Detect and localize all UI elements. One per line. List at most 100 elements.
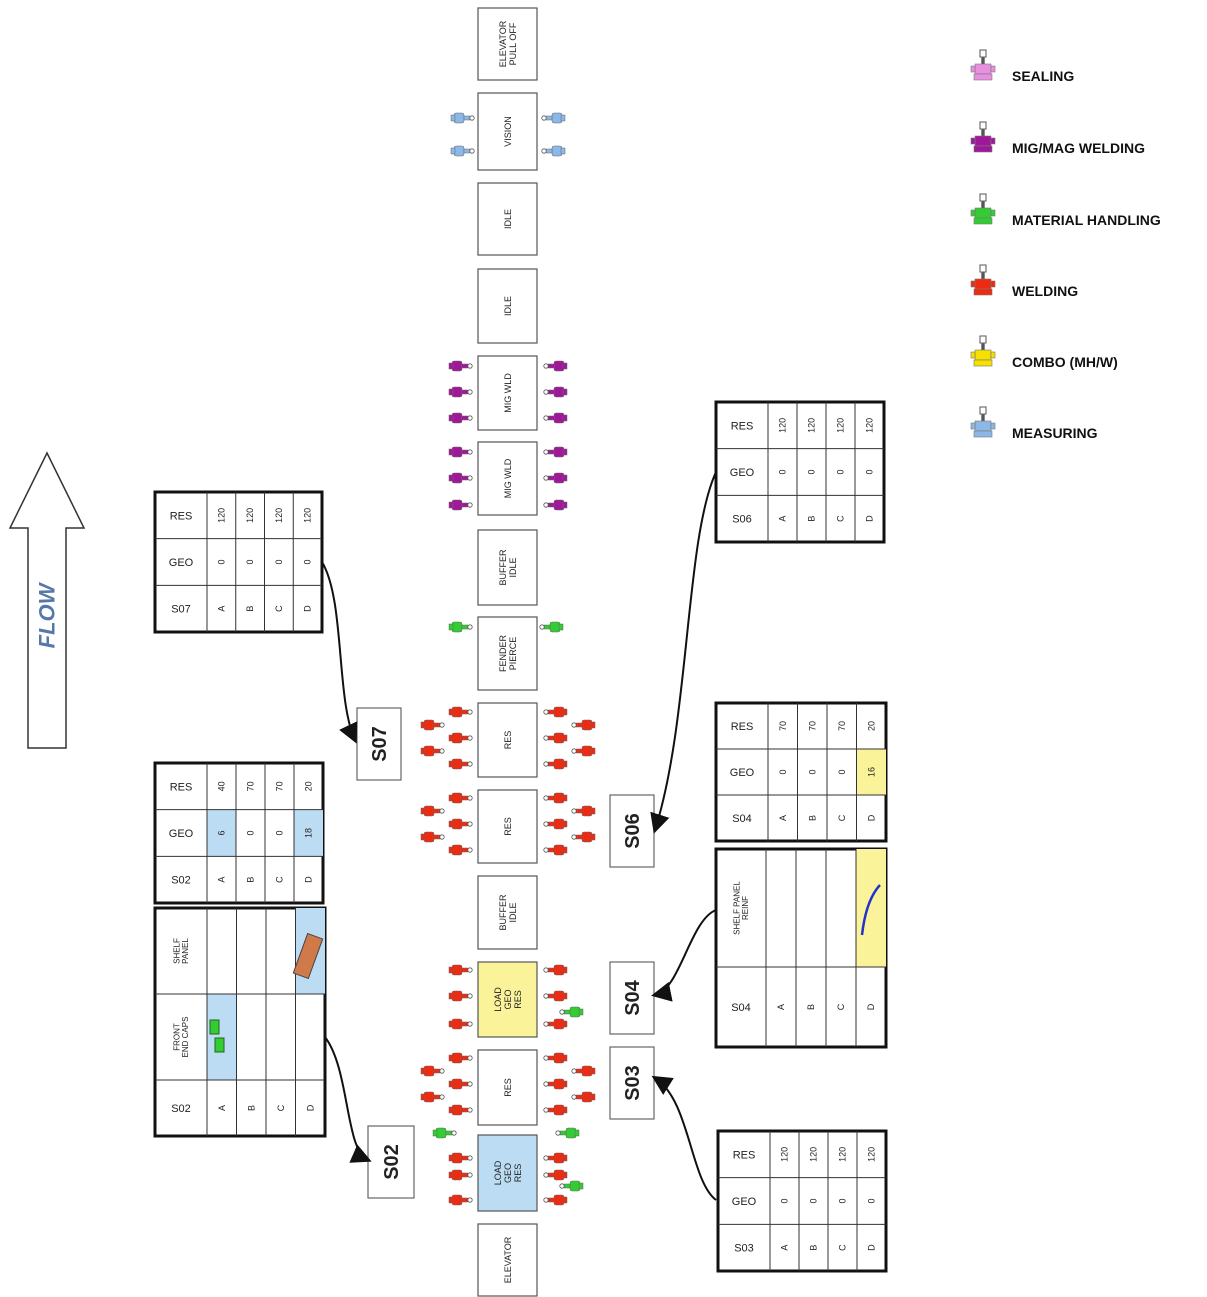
table-cell: A: [778, 516, 788, 522]
robot-icon: [448, 990, 473, 1002]
table-cell: 20: [866, 721, 876, 731]
station-box: [477, 441, 538, 516]
robot-icon: [559, 1180, 584, 1192]
station-tag-label: S02: [381, 1144, 403, 1180]
robot-icon: [543, 472, 568, 484]
robot-icon: [448, 964, 473, 976]
station-box: [477, 1049, 538, 1126]
table-cell: A: [776, 1004, 786, 1010]
table-cell: 120: [245, 508, 255, 523]
table-row-label: S07: [171, 604, 191, 616]
table-cell: C: [275, 876, 285, 883]
robot-icon: [543, 1078, 568, 1090]
station-label: IDLE: [503, 209, 513, 229]
table-cell: 0: [303, 559, 313, 564]
robot-icon: [539, 621, 564, 633]
table-cell: B: [809, 1245, 819, 1251]
table-cell: D: [303, 605, 313, 612]
station-tag-label: S07: [369, 726, 391, 762]
shelf-panel-reinf-part: [860, 884, 881, 936]
table-cell: A: [780, 1245, 790, 1251]
robot-icon: [543, 706, 568, 718]
robot-icon: [448, 732, 473, 744]
part-row-label: SHELFPANEL: [172, 938, 190, 964]
legend-label: MIG/MAG WELDING: [1012, 140, 1145, 156]
station-box: [477, 1134, 538, 1212]
table-cell: D: [866, 814, 876, 821]
robot-icon: [448, 706, 473, 718]
table-row-label: GEO: [169, 557, 194, 569]
table-cell: 120: [216, 508, 226, 523]
robot-icon: [448, 844, 473, 856]
material-handling-robot-icon: [970, 193, 996, 225]
table-cell: 40: [217, 781, 227, 791]
robot-icon: [448, 1169, 473, 1181]
robot-icon: [543, 1018, 568, 1030]
station-label: LOADGEORES: [493, 1160, 523, 1185]
front-end-cap-part: [209, 1019, 220, 1035]
table-cell: 120: [303, 508, 313, 523]
station-box: [477, 789, 538, 864]
table-cell: 70: [275, 781, 285, 791]
robot-icon: [543, 844, 568, 856]
table-cell: 120: [865, 418, 875, 433]
table-cell: 0: [275, 830, 285, 835]
table-cell: 0: [836, 469, 846, 474]
table-row-label: GEO: [730, 767, 755, 779]
legend-label: SEALING: [1012, 68, 1074, 84]
robot-icon: [555, 1127, 580, 1139]
robot-icon: [543, 1194, 568, 1206]
table-cell: D: [865, 515, 875, 522]
table-cell: B: [807, 516, 817, 522]
station-tag: [609, 1046, 655, 1120]
table-row-label: RES: [731, 420, 754, 432]
robot-icon: [448, 1104, 473, 1116]
robot-icon: [450, 145, 475, 157]
connector-arrow: [651, 909, 717, 1002]
table-row-label: RES: [733, 1149, 756, 1161]
table-cell: 20: [304, 781, 314, 791]
table-cell: 18: [304, 828, 314, 838]
table-cell: 6: [217, 830, 227, 835]
table-cell: 0: [216, 559, 226, 564]
robot-icon: [571, 745, 596, 757]
table-cell: 0: [245, 559, 255, 564]
table-cell: A: [217, 877, 227, 883]
station-tag-label: S06: [622, 813, 644, 849]
table-cell: 0: [778, 469, 788, 474]
legend-label: MATERIAL HANDLING: [1012, 212, 1161, 228]
table-cell: C: [276, 1104, 286, 1111]
table-cell: 120: [836, 418, 846, 433]
robot-icon: [420, 745, 445, 757]
table-cell: 0: [865, 469, 875, 474]
station-box: [477, 268, 538, 344]
table-cell: 0: [838, 1198, 848, 1203]
table-cell: 120: [838, 1147, 848, 1162]
table-cell: A: [778, 815, 788, 821]
robot-icon: [541, 112, 566, 124]
station-box: [477, 1223, 538, 1297]
measuring-robot-icon: [970, 406, 996, 438]
table-cell: B: [246, 877, 256, 883]
flow-label: FLOW: [35, 581, 60, 648]
station-label: RES: [503, 1078, 513, 1097]
station-box: [477, 7, 538, 81]
table-cell: B: [246, 1105, 256, 1111]
combo-robot-icon: [970, 335, 996, 367]
part-row-label: SHELF PANELREINF: [732, 881, 750, 935]
table-row-label: RES: [170, 781, 193, 793]
robot-icon: [448, 792, 473, 804]
station-tag: [356, 707, 402, 781]
robot-icon: [543, 446, 568, 458]
robot-icon: [543, 1052, 568, 1064]
robot-icon: [448, 499, 473, 511]
table-row-label: S03: [734, 1243, 754, 1255]
legend-label: WELDING: [1012, 283, 1078, 299]
table-cell: 70: [837, 721, 847, 731]
table-row-label: RES: [170, 510, 193, 522]
station-label: BUFFERIDLE: [498, 894, 518, 931]
